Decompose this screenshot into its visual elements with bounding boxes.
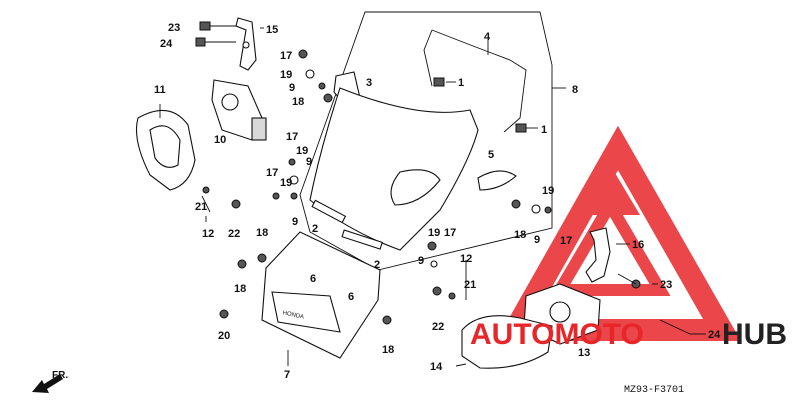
- watermark-brand-a: AUTOMOTO: [470, 318, 644, 351]
- bolt-24: [195, 37, 236, 47]
- callout-17: 17: [286, 131, 298, 143]
- callout-18: 18: [256, 227, 268, 239]
- watermark-brand-b: HUB: [722, 318, 787, 351]
- callout-19: 19: [280, 177, 292, 189]
- part-10-housing: [211, 79, 267, 141]
- callout-16: 16: [632, 239, 644, 251]
- callout-23: 23: [168, 22, 180, 34]
- callout-7: 7: [284, 369, 290, 381]
- callout-1: 1: [541, 124, 547, 136]
- part-16-bracket: [585, 227, 611, 283]
- watermark-logo: [496, 125, 741, 341]
- part-7-lower-cowl: HONDA: [261, 231, 381, 359]
- callout-9: 9: [292, 216, 298, 228]
- callout-6: 6: [348, 291, 354, 303]
- callout-11: 11: [154, 84, 166, 96]
- callout-1: 1: [458, 77, 464, 89]
- callout-19: 19: [296, 145, 308, 157]
- callout-18: 18: [382, 344, 394, 356]
- callout-22: 22: [432, 321, 444, 333]
- part-8-windscreen: [309, 87, 479, 251]
- watermark-text: AUTOMOTO HUB: [470, 318, 787, 351]
- callout-8: 8: [572, 84, 578, 96]
- callout-22: 22: [228, 228, 240, 240]
- screw-23-right: [617, 273, 637, 285]
- callout-9: 9: [306, 156, 312, 168]
- callout-12: 12: [460, 253, 472, 265]
- callout-5: 5: [488, 149, 494, 161]
- callout-2: 2: [374, 259, 380, 271]
- part-14-cover: [461, 315, 553, 369]
- part-15-bracket: [235, 17, 257, 71]
- callout-labels: 23 15 24 17 19 3 9 18 4 1 8 1 11 10 17 1…: [154, 22, 721, 381]
- callout-9: 9: [289, 82, 295, 94]
- callout-19: 19: [428, 227, 440, 239]
- windscreen-group-outline: [299, 11, 553, 271]
- callout-9: 9: [418, 255, 424, 267]
- callout-17: 17: [444, 227, 456, 239]
- front-direction-arrow: FR.: [32, 370, 68, 393]
- callout-10: 10: [214, 134, 226, 146]
- callout-19: 19: [542, 185, 554, 197]
- callout-20: 20: [218, 330, 230, 342]
- callout-18: 18: [292, 96, 304, 108]
- direction-label: FR.: [52, 370, 68, 381]
- cowl-brand-label: HONDA: [282, 310, 304, 320]
- callout-19: 19: [280, 69, 292, 81]
- callout-3: 3: [366, 77, 372, 89]
- callout-15: 15: [266, 24, 278, 36]
- part-2-strip-b: [341, 229, 383, 250]
- diagram-code: MZ93-F3701: [624, 385, 684, 396]
- callout-4: 4: [484, 31, 491, 43]
- callout-18: 18: [234, 283, 246, 295]
- leader-lines: [159, 27, 706, 367]
- callout-21: 21: [464, 279, 476, 291]
- screw-24-right: [659, 319, 691, 335]
- callout-24: 24: [160, 38, 173, 50]
- callout-21: 21: [195, 201, 207, 213]
- callout-13: 13: [578, 347, 590, 359]
- callout-6: 6: [310, 273, 316, 285]
- part-4-strip-left: [423, 29, 433, 87]
- callout-17: 17: [560, 235, 572, 247]
- part-5: [477, 170, 517, 191]
- callout-24: 24: [708, 329, 721, 341]
- part-2-strip-a: [311, 199, 347, 224]
- part-4-strip: [431, 29, 527, 133]
- callout-12: 12: [202, 228, 214, 240]
- callout-17: 17: [266, 167, 278, 179]
- callout-17: 17: [280, 50, 292, 62]
- part-11-cover: [135, 109, 196, 191]
- bolt-23: [199, 21, 236, 31]
- callout-2: 2: [312, 223, 318, 235]
- callout-9: 9: [534, 234, 540, 246]
- callout-18: 18: [514, 229, 526, 241]
- callout-14: 14: [430, 361, 443, 373]
- callout-23: 23: [660, 279, 672, 291]
- fasteners: [202, 49, 641, 325]
